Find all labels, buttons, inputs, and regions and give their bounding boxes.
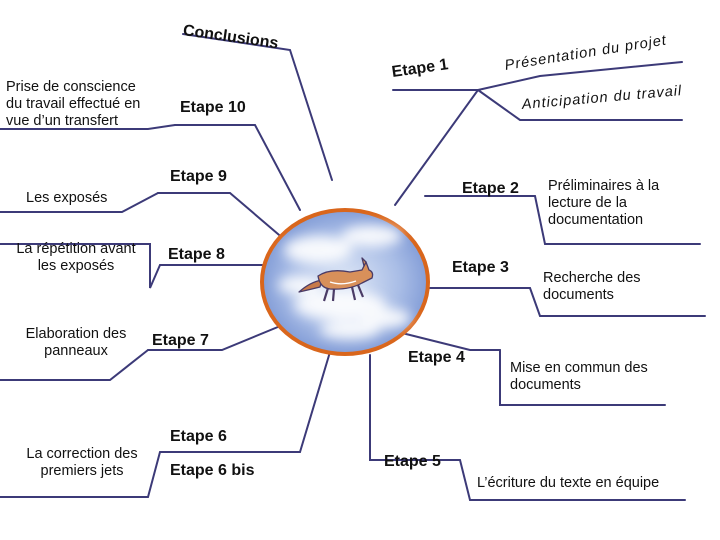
- line-conclusions: [182, 33, 333, 181]
- line-correction: [0, 451, 161, 498]
- line-etape9: [157, 192, 286, 241]
- correction-line-2: premiers jets: [40, 463, 124, 480]
- clouds: [278, 225, 411, 339]
- prise-line-2: du travail effectué en: [6, 96, 141, 113]
- label-etape7: Etape 7: [152, 332, 209, 349]
- mise-line-1: Mise en commun des: [510, 360, 648, 376]
- correction-line-1: La correction des: [26, 446, 138, 462]
- label-recherche: Recherche des documents: [543, 270, 641, 304]
- preliminaires-line-2: lecture de la: [548, 195, 627, 212]
- line-exposes: [0, 192, 159, 213]
- recherche-line-2: documents: [543, 287, 614, 304]
- label-prise-de-conscience: Prise de conscience du travail effectué …: [6, 79, 140, 130]
- line-elaboration: [0, 349, 149, 381]
- line-recherche: [529, 287, 706, 317]
- repetition-line-1: La répétition avant: [16, 241, 136, 257]
- line-anticipation: [477, 89, 683, 121]
- label-exposes: Les exposés: [26, 190, 108, 206]
- repetition-line-2: les exposés: [37, 258, 115, 275]
- label-correction: La correction des premiers jets: [12, 446, 152, 480]
- prise-line-3: vue d’un transfert: [6, 113, 119, 130]
- line-etape7: [147, 321, 291, 351]
- line-preliminaires: [534, 195, 701, 245]
- central-illustration: [260, 208, 430, 356]
- prise-line-1: Prise de conscience: [6, 79, 136, 95]
- mise-line-2: documents: [510, 377, 581, 394]
- line-etape6: [159, 351, 331, 453]
- recherche-line-1: Recherche des: [543, 270, 641, 286]
- label-etape6: Etape 6: [170, 428, 227, 445]
- line-etape5: [369, 354, 461, 461]
- label-etape5: Etape 5: [384, 453, 441, 470]
- label-etape6bis: Etape 6 bis: [170, 462, 255, 479]
- label-etape9: Etape 9: [170, 168, 227, 185]
- elaboration-line-2: panneaux: [44, 343, 108, 360]
- label-ecriture: L’écriture du texte en équipe: [477, 475, 660, 491]
- preliminaires-line-1: Préliminaires à la: [548, 178, 660, 194]
- line-etape10: [174, 124, 301, 211]
- label-etape8: Etape 8: [168, 246, 225, 263]
- label-etape3: Etape 3: [452, 259, 509, 276]
- line-prise-de-conscience: [0, 124, 176, 130]
- label-preliminaires: Préliminaires à la lecture de la documen…: [548, 178, 659, 229]
- line-repetition: [0, 243, 161, 289]
- fox-icon: [298, 257, 374, 302]
- line-presentation: [477, 61, 683, 91]
- label-etape2: Etape 2: [462, 180, 519, 197]
- label-elaboration: Elaboration des panneaux: [14, 326, 138, 360]
- line-etape4: [389, 329, 501, 351]
- label-etape10: Etape 10: [180, 99, 246, 116]
- connector-lines: [0, 33, 706, 501]
- elaboration-line-1: Elaboration des: [25, 326, 127, 342]
- label-mise-en-commun: Mise en commun des documents: [510, 360, 648, 394]
- line-mise-en-commun: [499, 349, 666, 406]
- label-etape4: Etape 4: [408, 349, 465, 366]
- line-ecriture: [459, 459, 686, 501]
- label-repetition: La répétition avant les exposés: [8, 241, 144, 275]
- preliminaires-line-3: documentation: [548, 212, 644, 229]
